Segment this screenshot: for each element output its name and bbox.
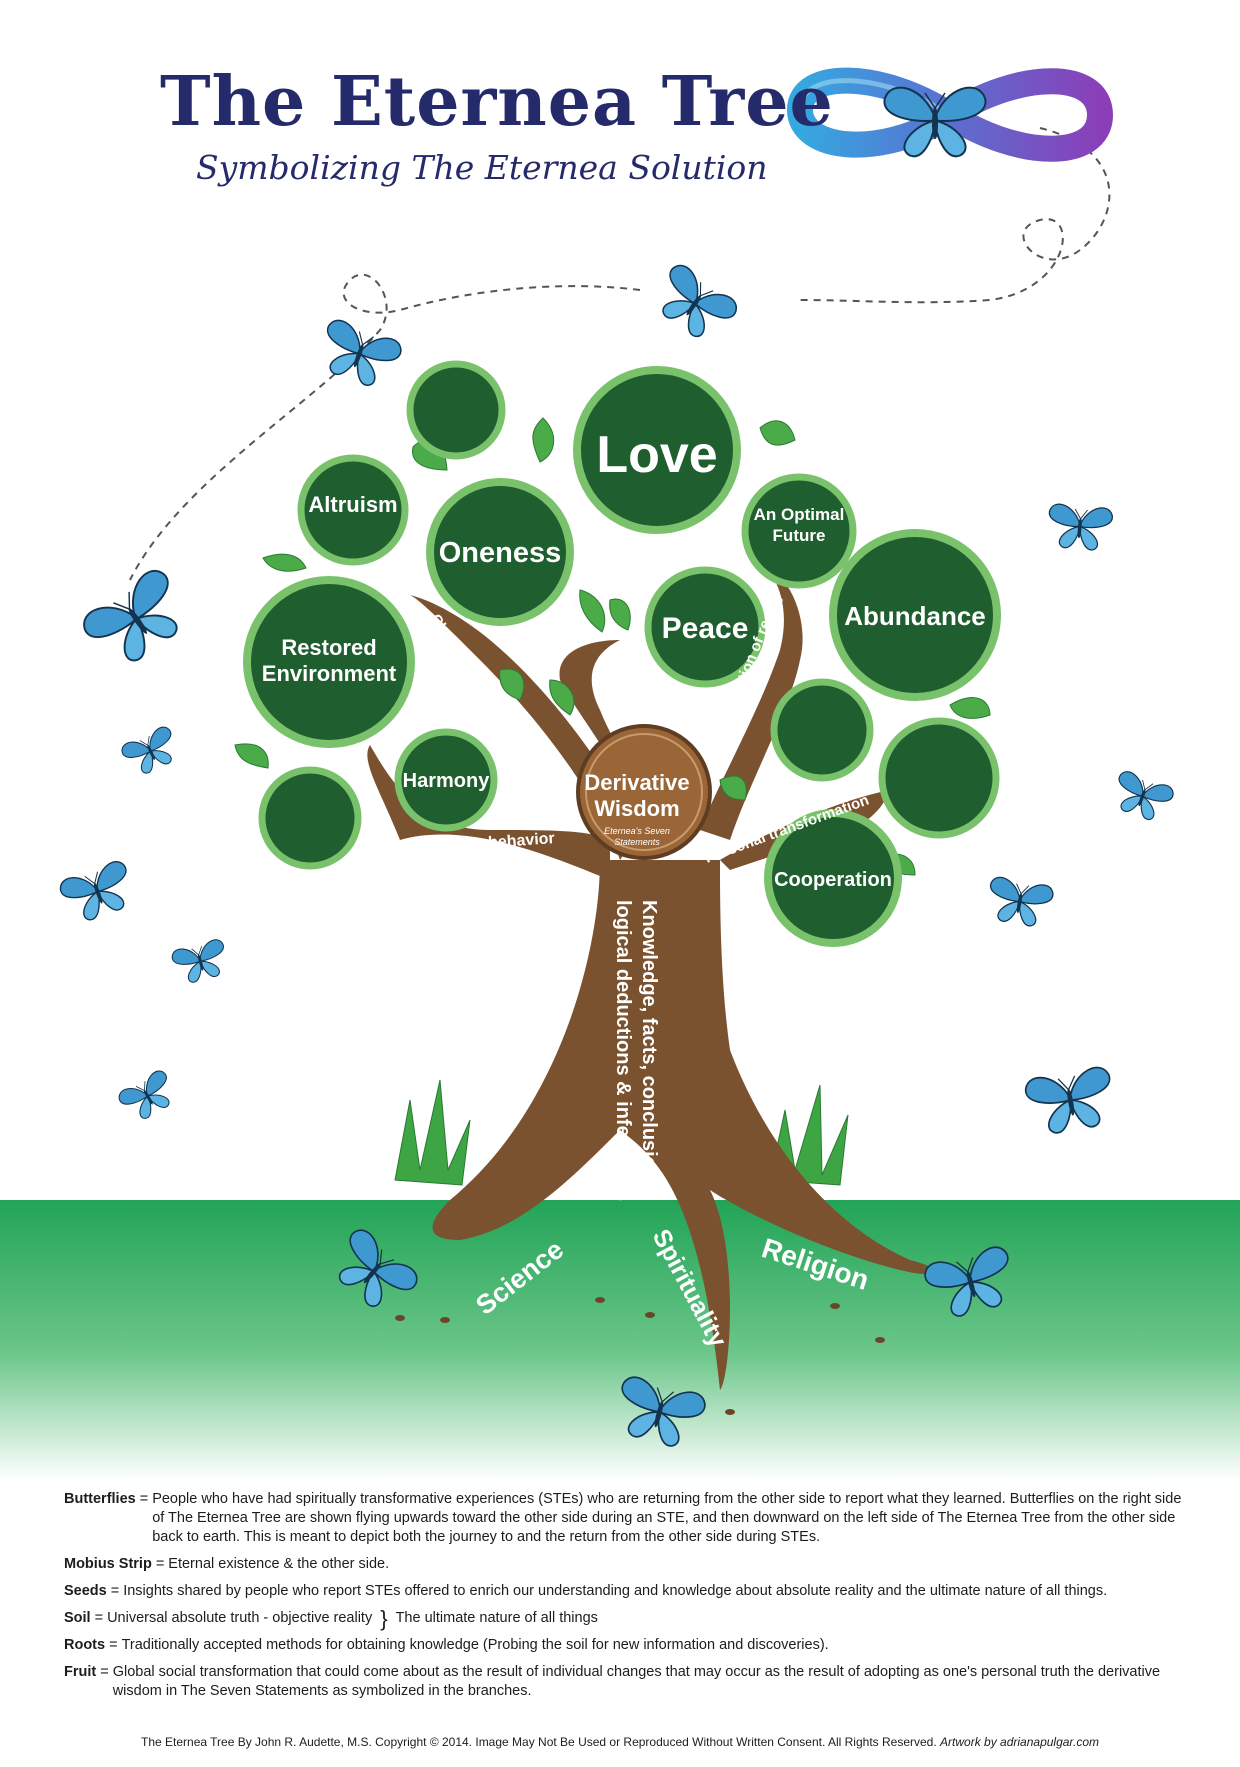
legend-text-roots: Traditionally accepted methods for obtai…	[121, 1637, 829, 1653]
fruit-love: Love	[596, 426, 717, 484]
flight-path-left	[129, 273, 641, 581]
center-sub-line1: Eternea's Seven	[604, 826, 670, 836]
fruit-altruism: Altruism	[308, 492, 397, 517]
center-label-line1: Derivative	[584, 770, 689, 795]
mobius-strip-icon	[787, 67, 1113, 162]
legend-equals: =	[139, 1491, 149, 1507]
legend-key-fruit: Fruit	[64, 1664, 97, 1680]
legend-row-mobius: Mobius Strip = Eternal existence & the o…	[64, 1555, 1194, 1574]
grass-ground	[0, 1200, 1240, 1480]
legend-equals: =	[110, 1583, 120, 1599]
legend-text-butterflies: People who have had spiritually transfor…	[152, 1491, 1182, 1545]
legend-text-mobius: Eternal existence & the other side.	[168, 1556, 390, 1572]
fruit-harmony: Harmony	[403, 770, 491, 792]
fruit-abundance: Abundance	[844, 601, 986, 631]
legend: Butterflies = People who have had spirit…	[64, 1490, 1194, 1709]
legend-key-butterflies: Butterflies	[64, 1491, 136, 1507]
fruit-cooperation: Cooperation	[774, 869, 892, 891]
legend-equals: =	[109, 1637, 118, 1653]
fruit-oneness: Oneness	[439, 537, 562, 569]
legend-key-soil: Soil	[64, 1610, 91, 1626]
fruit-restored-line2: Environment	[262, 661, 397, 686]
legend-row-seeds: Seeds = Insights shared by people who re…	[64, 1582, 1194, 1601]
legend-key-roots: Roots	[64, 1637, 106, 1653]
legend-key-seeds: Seeds	[64, 1583, 107, 1599]
trunk-label-line2: logical deductions & inferences	[612, 900, 634, 1201]
center-sub-line2: Statements	[614, 837, 660, 847]
legend-text-seeds: Insights shared by people who report STE…	[123, 1583, 1108, 1599]
legend-text-soil-extra: The ultimate nature of all things	[395, 1610, 598, 1626]
legend-key-mobius: Mobius Strip	[64, 1556, 152, 1572]
legend-text-soil: Universal absolute truth - objective rea…	[107, 1610, 373, 1626]
legend-equals: =	[155, 1556, 165, 1572]
legend-brace: }	[380, 1606, 388, 1631]
tree-illustration: Love Altruism Oneness An Optimal Future …	[0, 67, 1240, 1480]
seeds	[395, 1297, 885, 1415]
trunk-label-line1: Knowledge, facts, conclusions,	[638, 900, 660, 1198]
fruit-peace: Peace	[662, 612, 749, 645]
page-title: The Eternea Tree	[160, 62, 834, 142]
fruit-optimal-future-line2: Future	[773, 526, 826, 545]
legend-equals: =	[94, 1610, 104, 1626]
center-label-line2: Wisdom	[594, 796, 679, 821]
legend-row-fruit: Fruit = Global social transformation tha…	[64, 1663, 1194, 1701]
legend-equals: =	[100, 1664, 109, 1680]
footer-credit: The Eternea Tree By John R. Audette, M.S…	[0, 1735, 1240, 1749]
fruit-restored-line1: Restored	[281, 635, 376, 660]
footer-copyright: The Eternea Tree By John R. Audette, M.S…	[141, 1735, 937, 1749]
legend-row-butterflies: Butterflies = People who have had spirit…	[64, 1490, 1194, 1547]
legend-text-fruit: Global social transformation that could …	[112, 1664, 1161, 1699]
fruit-circles	[243, 360, 1001, 947]
flight-path	[799, 127, 1111, 304]
legend-row-soil: Soil = Universal absolute truth - object…	[64, 1606, 1194, 1631]
leaves	[234, 417, 991, 876]
tree-trunk	[367, 560, 936, 1415]
fruit-optimal-future-line1: An Optimal	[754, 505, 845, 524]
footer-artwork: Artwork by adrianapulgar.com	[940, 1735, 1099, 1749]
page-subtitle: Symbolizing The Eternea Solution	[196, 148, 768, 187]
legend-row-roots: Roots = Traditionally accepted methods f…	[64, 1636, 1194, 1655]
legend-text-soil-wrap: Universal absolute truth - objective rea…	[107, 1606, 1194, 1631]
